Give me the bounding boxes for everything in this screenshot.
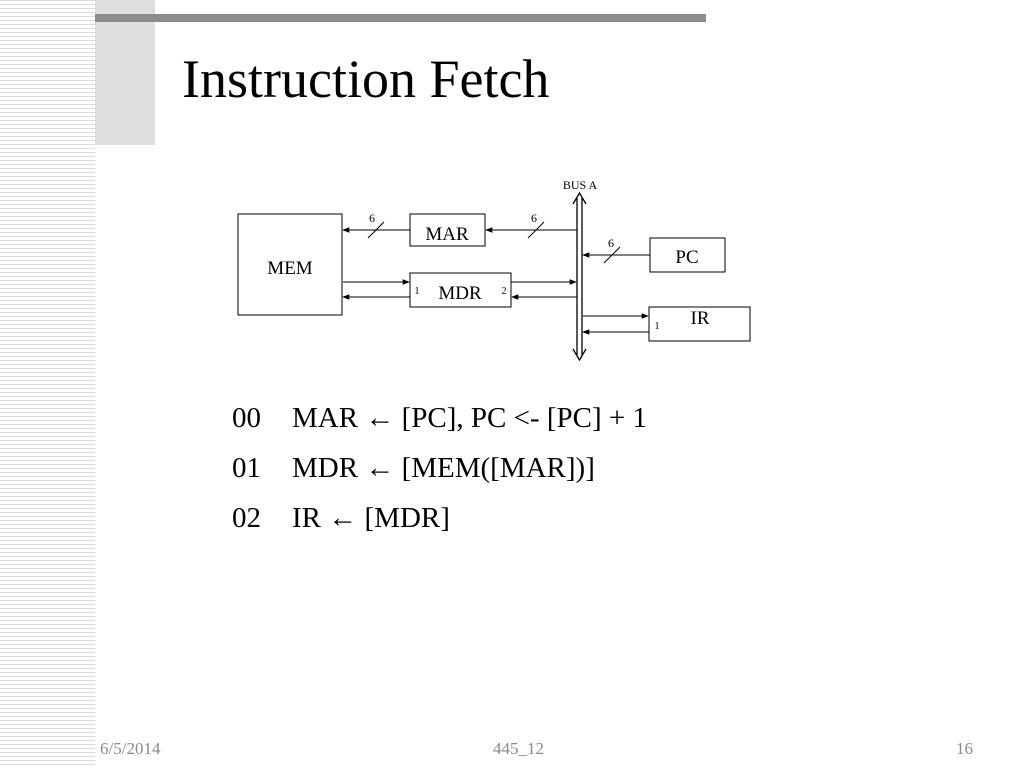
mdr-port-1: 1 (415, 286, 420, 297)
step-text: MDR ← [MEM([MAR])] (292, 452, 595, 484)
mar-label: MAR (425, 224, 469, 245)
ir-port-1: 1 (655, 321, 660, 332)
footer-page-number: 16 (956, 739, 973, 758)
step-number: 01 (232, 452, 261, 484)
mdr-label: MDR (438, 283, 482, 304)
pc-to-bus-path (582, 246, 650, 264)
micro-step: 02 IR ← [MDR] (232, 495, 647, 545)
mem-label: MEM (267, 258, 313, 279)
mar-bus-width: 6 (531, 211, 537, 225)
footer-date: 6/5/2014 (100, 739, 161, 758)
slide-title: Instruction Fetch (182, 49, 550, 109)
pc-block (649, 237, 726, 273)
micro-step: 01 MDR ← [MEM([MAR])] (232, 445, 647, 495)
step-text: IR ← [MDR] (292, 502, 450, 534)
pc-label: PC (675, 247, 698, 268)
mar-block (409, 213, 486, 247)
mar-to-mem-path (342, 221, 410, 239)
ir-label: IR (691, 308, 710, 329)
micro-step: 00 MAR ← [PC], PC <- [PC] + 1 (232, 395, 647, 445)
mdr-block (409, 272, 512, 308)
title-accent-bar (95, 14, 706, 22)
footer-course: 445_12 (493, 739, 544, 758)
gray-accent-block (95, 0, 155, 145)
ir-block (648, 306, 751, 342)
mem-block (237, 213, 343, 316)
bus-pc-width: 6 (608, 236, 614, 250)
bus-a-label: BUS A (563, 178, 598, 192)
mdr-port-2: 2 (502, 286, 507, 297)
micro-steps-list: 00 MAR ← [PC], PC <- [PC] + 1 01 MDR ← [ME… (232, 395, 647, 545)
left-stripe-decoration (0, 0, 95, 768)
step-number: 00 (232, 402, 261, 434)
step-text: MAR ← [PC], PC <- [PC] + 1 (292, 402, 647, 434)
step-number: 02 (232, 502, 261, 534)
bus-a (572, 191, 587, 362)
mem-mar-width: 6 (369, 211, 375, 225)
bus-to-mar-path (485, 221, 577, 239)
